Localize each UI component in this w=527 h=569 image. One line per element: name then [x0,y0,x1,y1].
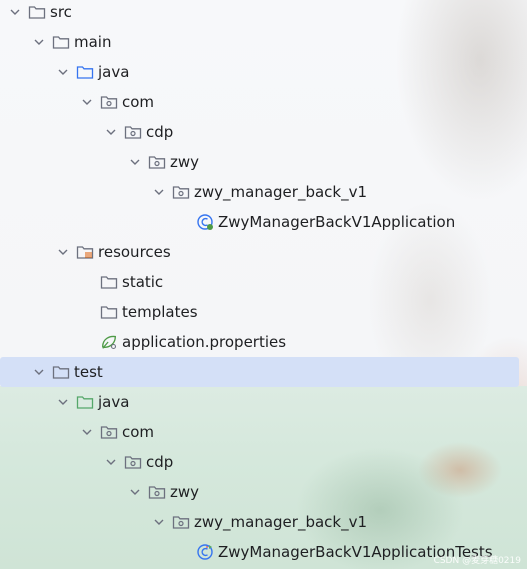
tree-row-test[interactable]: test [0,357,519,387]
chevron-down-icon[interactable] [104,125,118,139]
test-source-root-folder-icon [76,394,94,410]
tree-row-application-class[interactable]: ZwyManagerBackV1Application [0,207,527,237]
tree-row-label: com [122,93,155,111]
tree-row-label: ZwyManagerBackV1Application [218,213,456,231]
tree-row-label: zwy_manager_back_v1 [194,183,368,201]
chevron-down-icon[interactable] [128,485,142,499]
chevron-down-icon[interactable] [80,95,94,109]
chevron-down-icon[interactable] [152,185,166,199]
package-icon [124,124,142,140]
spring-properties-icon [100,334,118,350]
test-class-icon [196,544,214,560]
tree-row-label: zwy_manager_back_v1 [194,513,368,531]
tree-row-label: cdp [146,453,174,471]
tree-row-label: java [98,393,130,411]
package-icon [100,424,118,440]
package-icon [124,454,142,470]
resources-folder-icon [76,244,94,260]
tree-row-label: zwy [170,483,200,501]
package-icon [100,94,118,110]
tree-row-label: application.properties [122,333,287,351]
tree-row-label: ZwyManagerBackV1ApplicationTests [218,543,493,561]
watermark: CSDN @麦芽糖0219 [433,556,521,566]
chevron-down-icon[interactable] [56,65,70,79]
tree-row-label: resources [98,243,171,261]
background-green [0,386,527,569]
tree-row-label: cdp [146,123,174,141]
chevron-down-icon[interactable] [8,5,22,19]
tree-row-com-main[interactable]: com [0,87,527,117]
source-root-folder-icon [76,64,94,80]
chevron-down-icon[interactable] [152,515,166,529]
tree-row-label: static [122,273,164,291]
chevron-down-icon[interactable] [80,425,94,439]
tree-row-java-main[interactable]: java [0,57,527,87]
folder-icon [52,34,70,50]
tree-row-label: zwy [170,153,200,171]
chevron-down-icon[interactable] [56,395,70,409]
chevron-down-icon[interactable] [32,365,46,379]
tree-row-cdp-main[interactable]: cdp [0,117,527,147]
tree-row-label: com [122,423,155,441]
chevron-down-icon[interactable] [128,155,142,169]
tree-row-src[interactable]: src [0,0,527,27]
tree-row-static[interactable]: static [0,267,527,297]
tree-row-main[interactable]: main [0,27,527,57]
tree-row-resources[interactable]: resources [0,237,527,267]
tree-row-zwy-test[interactable]: zwy [0,477,527,507]
tree-row-zwy-manager-back-v1-main[interactable]: zwy_manager_back_v1 [0,177,527,207]
package-icon [148,154,166,170]
tree-row-application-tests-class[interactable]: ZwyManagerBackV1ApplicationTests [0,537,527,567]
tree-row-label: java [98,63,130,81]
tree-row-label: src [50,3,72,21]
tree-row-zwy-manager-back-v1-test[interactable]: zwy_manager_back_v1 [0,507,527,537]
package-icon [148,484,166,500]
tree-row-templates[interactable]: templates [0,297,527,327]
tree-row-label: test [74,363,103,381]
folder-icon [100,304,118,320]
tree-row-zwy-main[interactable]: zwy [0,147,527,177]
tree-row-cdp-test[interactable]: cdp [0,447,527,477]
tree-row-application-properties[interactable]: application.properties [0,327,527,357]
tree-row-com-test[interactable]: com [0,417,527,447]
package-icon [172,514,190,530]
tree-row-label: templates [122,303,198,321]
tree-row-java-test[interactable]: java [0,387,527,417]
folder-icon [100,274,118,290]
chevron-down-icon[interactable] [104,455,118,469]
folder-icon [52,364,70,380]
background-globe [250,400,510,569]
chevron-down-icon[interactable] [56,245,70,259]
chevron-down-icon[interactable] [32,35,46,49]
folder-icon [28,4,46,20]
tree-row-label: main [74,33,112,51]
package-icon [172,184,190,200]
spring-boot-class-icon [196,214,214,230]
